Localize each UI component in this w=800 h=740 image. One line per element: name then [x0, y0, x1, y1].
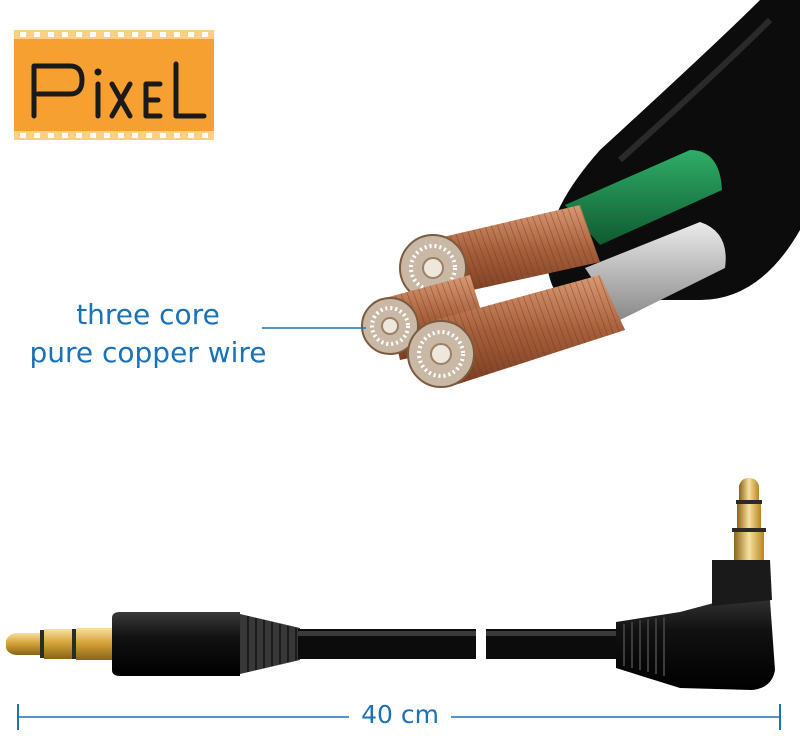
straight-plug-housing — [112, 612, 300, 676]
callout-line-2: pure copper wire — [29, 336, 267, 369]
cable-cross-section — [361, 0, 800, 388]
length-label-row: 40 cm — [0, 700, 800, 730]
callout-text: three core pure copper wire — [20, 296, 276, 372]
callout-line-1: three core — [76, 298, 220, 331]
audio-cable — [6, 478, 775, 690]
right-angle-plug-tip — [732, 478, 766, 560]
pixel-logo — [14, 30, 214, 140]
straight-plug-tip — [6, 628, 112, 660]
copper-core-lower — [407, 275, 625, 388]
length-label: 40 cm — [349, 700, 451, 729]
right-angle-plug-housing — [616, 560, 775, 690]
